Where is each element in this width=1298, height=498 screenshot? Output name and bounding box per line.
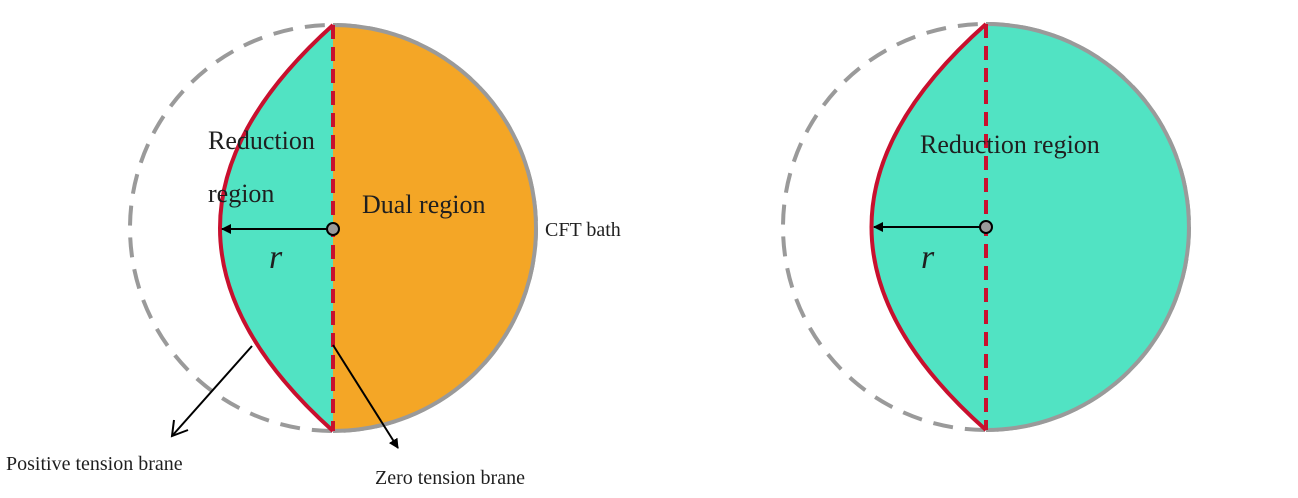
left-zero-brane-label: Zero tension brane (375, 467, 525, 489)
right-reduction-label: Reduction region (920, 130, 1100, 159)
left-cft-bath-arc (332, 23, 538, 433)
right-positive-tension-brane (869, 22, 988, 432)
right-panel: Reduction region r (781, 22, 1191, 432)
left-radius-label: r (269, 239, 283, 276)
left-positive-tension-brane (218, 23, 335, 433)
left-zero-brane-pointer (332, 344, 399, 449)
left-positive-brane-label: Positive tension brane (6, 453, 183, 475)
left-dual-region (333, 25, 536, 431)
left-reduction-label-line2: region (208, 179, 274, 208)
left-center-dot (326, 222, 340, 236)
right-radius-label: r (921, 239, 935, 276)
right-center-dot (979, 220, 993, 234)
left-positive-brane-pointer-head (170, 419, 189, 438)
left-dual-label: Dual region (362, 190, 485, 219)
left-reduction-label-line1: Reduction (208, 126, 315, 155)
left-bath-label: CFT bath (545, 219, 621, 241)
left-positive-brane-pointer (171, 345, 253, 437)
right-reduction-half-disk (986, 24, 1189, 430)
right-cft-bath-arc (985, 22, 1191, 432)
left-panel: Reduction region Dual region CFT bath r … (6, 23, 621, 489)
